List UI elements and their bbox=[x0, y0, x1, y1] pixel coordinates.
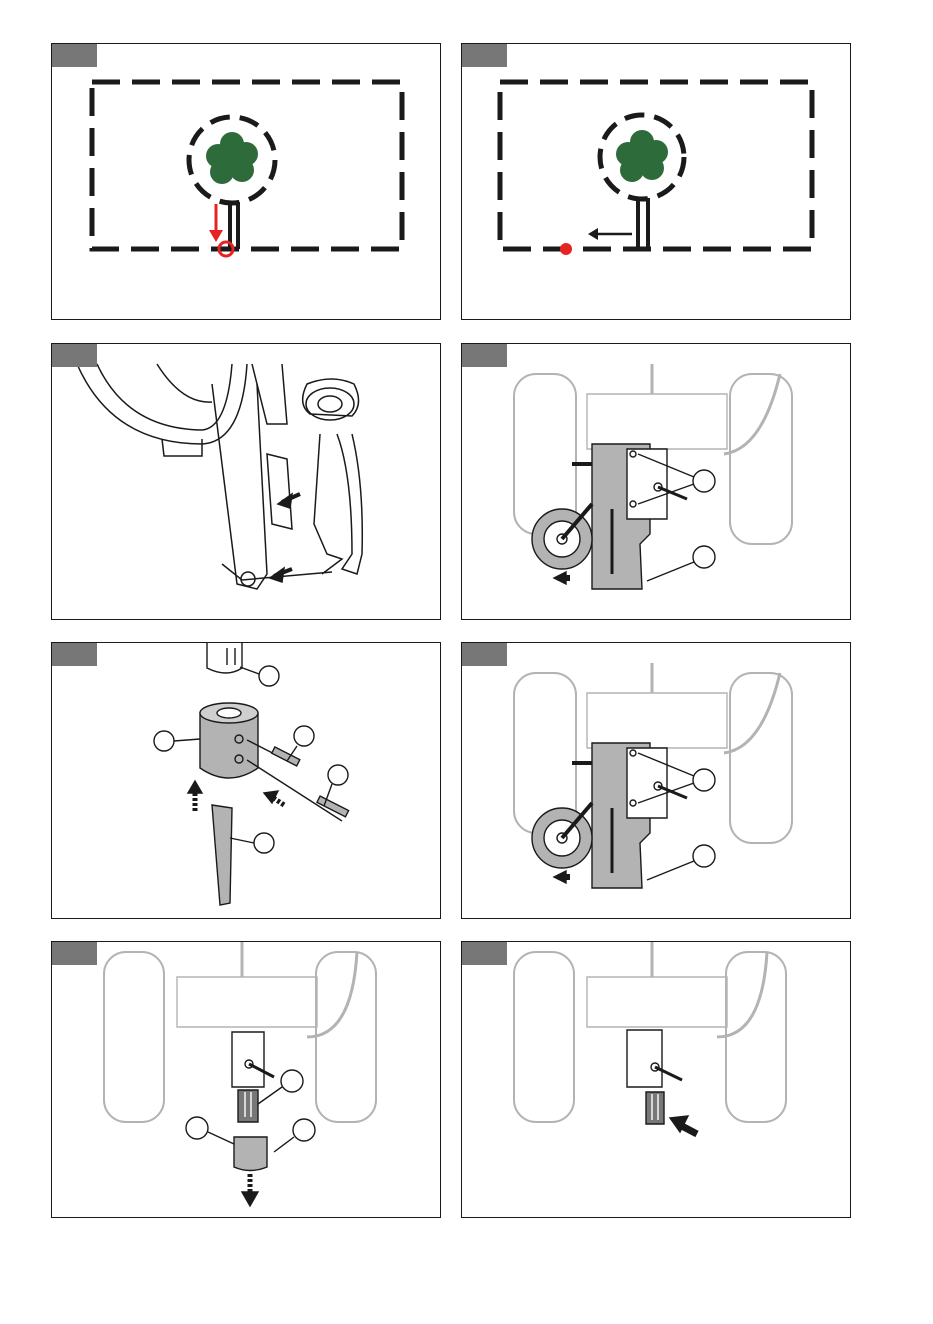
figure-panel-3 bbox=[51, 343, 441, 620]
cultivator-wheel-illustration bbox=[462, 344, 851, 620]
hub-removal-illustration bbox=[52, 942, 441, 1218]
plant-icon bbox=[206, 132, 258, 184]
arrow-icon bbox=[554, 572, 566, 584]
figure-panel-6 bbox=[461, 642, 851, 919]
shaft-insert-illustration bbox=[462, 942, 851, 1218]
figure-tab-3 bbox=[52, 344, 97, 367]
figure-tab-2 bbox=[462, 44, 507, 67]
figure-panel-1 bbox=[51, 43, 441, 320]
figure-panel-4 bbox=[461, 343, 851, 620]
up-arrow-icon bbox=[188, 781, 202, 793]
boundary-wire-diagram-1 bbox=[52, 44, 441, 320]
arrow-icon bbox=[270, 568, 284, 582]
end-point-marker bbox=[560, 243, 572, 255]
blade-holder-illustration bbox=[52, 344, 441, 620]
figure-tab-4 bbox=[462, 344, 507, 367]
figure-panel-2 bbox=[461, 43, 851, 320]
figure-tab-5 bbox=[52, 643, 97, 666]
figure-tab-1 bbox=[52, 44, 97, 67]
down-arrow-icon bbox=[242, 1192, 258, 1206]
boundary-wire-diagram-2 bbox=[462, 44, 851, 320]
figure-panel-8 bbox=[461, 941, 851, 1218]
arrow-icon bbox=[278, 494, 292, 508]
figure-tab-7 bbox=[52, 942, 97, 965]
figure-panel-5 bbox=[51, 642, 441, 919]
figure-panel-7 bbox=[51, 941, 441, 1218]
plant-icon bbox=[616, 130, 668, 182]
hub-exploded-illustration bbox=[52, 643, 441, 919]
cultivator-wheel-illustration-2 bbox=[462, 643, 851, 919]
figure-tab-8 bbox=[462, 942, 507, 965]
figure-tab-6 bbox=[462, 643, 507, 666]
arrow-icon bbox=[554, 871, 566, 883]
